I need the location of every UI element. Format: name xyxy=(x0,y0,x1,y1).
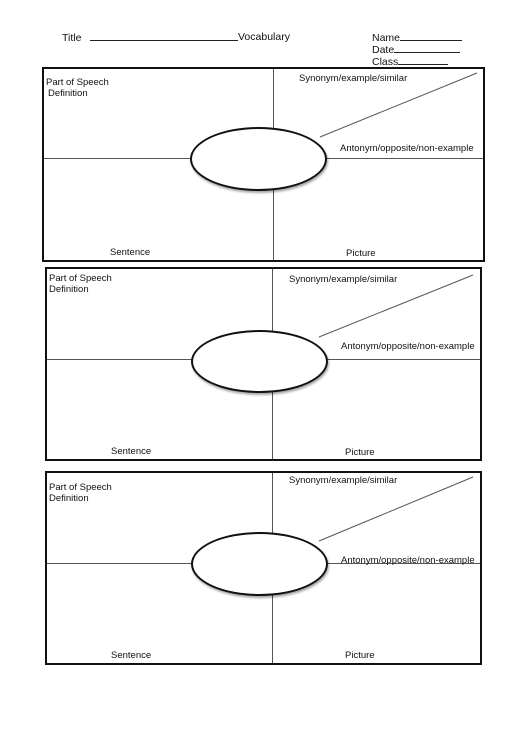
title-line xyxy=(90,31,239,41)
class-field[interactable]: Class xyxy=(372,55,449,68)
part-of-speech-label: Part of Speech xyxy=(49,273,112,284)
name-field[interactable]: Name xyxy=(372,31,463,44)
title-label: Title xyxy=(62,32,82,44)
title-field[interactable]: Title xyxy=(62,31,239,44)
name-line xyxy=(400,31,463,41)
picture-label: Picture xyxy=(345,650,375,661)
frayer-model-2: Part of Speech Definition Synonym/exampl… xyxy=(45,267,482,461)
picture-label: Picture xyxy=(345,447,375,458)
date-line xyxy=(394,43,461,53)
frayer-model-1: Part of Speech Definition Synonym/exampl… xyxy=(42,67,485,262)
date-label: Date xyxy=(372,44,395,56)
vocabulary-label: Vocabulary xyxy=(238,31,290,43)
vocabulary-word-oval[interactable] xyxy=(191,532,328,596)
synonym-antonym-divider xyxy=(319,72,478,138)
synonym-antonym-divider xyxy=(318,476,474,542)
definition-label: Definition xyxy=(49,284,89,295)
sentence-label: Sentence xyxy=(110,247,151,258)
antonym-label: Antonym/opposite/non-example xyxy=(340,143,474,154)
part-of-speech-label: Part of Speech xyxy=(46,77,109,88)
vocabulary-word-oval[interactable] xyxy=(190,127,327,191)
antonym-label: Antonym/opposite/non-example xyxy=(341,555,475,566)
picture-label: Picture xyxy=(346,248,376,259)
part-of-speech-label: Part of Speech xyxy=(49,482,112,493)
synonym-label: Synonym/example/similar xyxy=(299,73,408,84)
sentence-label: Sentence xyxy=(111,446,152,457)
vocabulary-word-oval[interactable] xyxy=(191,330,328,393)
antonym-label: Antonym/opposite/non-example xyxy=(341,341,475,352)
synonym-label: Synonym/example/similar xyxy=(289,274,398,285)
definition-label: Definition xyxy=(48,88,88,99)
synonym-antonym-divider xyxy=(318,274,474,338)
synonym-label: Synonym/example/similar xyxy=(289,475,398,486)
definition-label: Definition xyxy=(49,493,89,504)
class-label: Class xyxy=(372,56,399,68)
class-line xyxy=(398,55,449,65)
frayer-model-3: Part of Speech Definition Synonym/exampl… xyxy=(45,471,482,665)
sentence-label: Sentence xyxy=(111,650,152,661)
name-label: Name xyxy=(372,32,401,44)
date-field[interactable]: Date xyxy=(372,43,461,56)
